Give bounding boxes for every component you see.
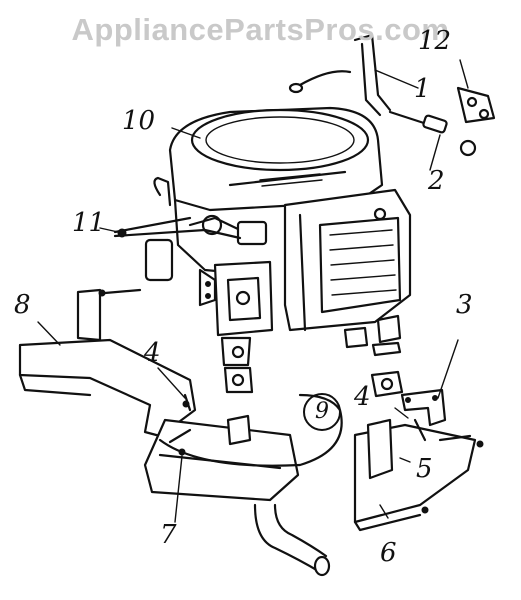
- callout-11: 11: [72, 208, 106, 238]
- choke-control: [113, 216, 242, 240]
- callout-5: 5: [416, 454, 433, 484]
- callout-6: 6: [380, 538, 397, 568]
- muffler: [143, 336, 331, 577]
- left-heat-shield: [18, 288, 197, 438]
- callout-12: 12: [418, 26, 452, 56]
- right-heat-shield: [353, 418, 484, 532]
- watermark-text: AppliancePartsPros.com: [71, 12, 450, 47]
- leader-lines: [37, 59, 469, 523]
- callout-9: 9: [303, 393, 341, 431]
- callout-10: 10: [122, 106, 156, 136]
- throttle-cable: [288, 33, 496, 157]
- callout-4-right: 4: [354, 382, 371, 412]
- callout-8: 8: [14, 290, 31, 320]
- callout-4-left: 4: [144, 338, 161, 368]
- callout-7: 7: [160, 520, 177, 550]
- engine-assembly: [144, 106, 412, 349]
- callout-3: 3: [456, 290, 473, 320]
- exhaust-bracket: [370, 341, 447, 442]
- callout-2: 2: [428, 166, 445, 196]
- callout-1: 1: [414, 74, 431, 104]
